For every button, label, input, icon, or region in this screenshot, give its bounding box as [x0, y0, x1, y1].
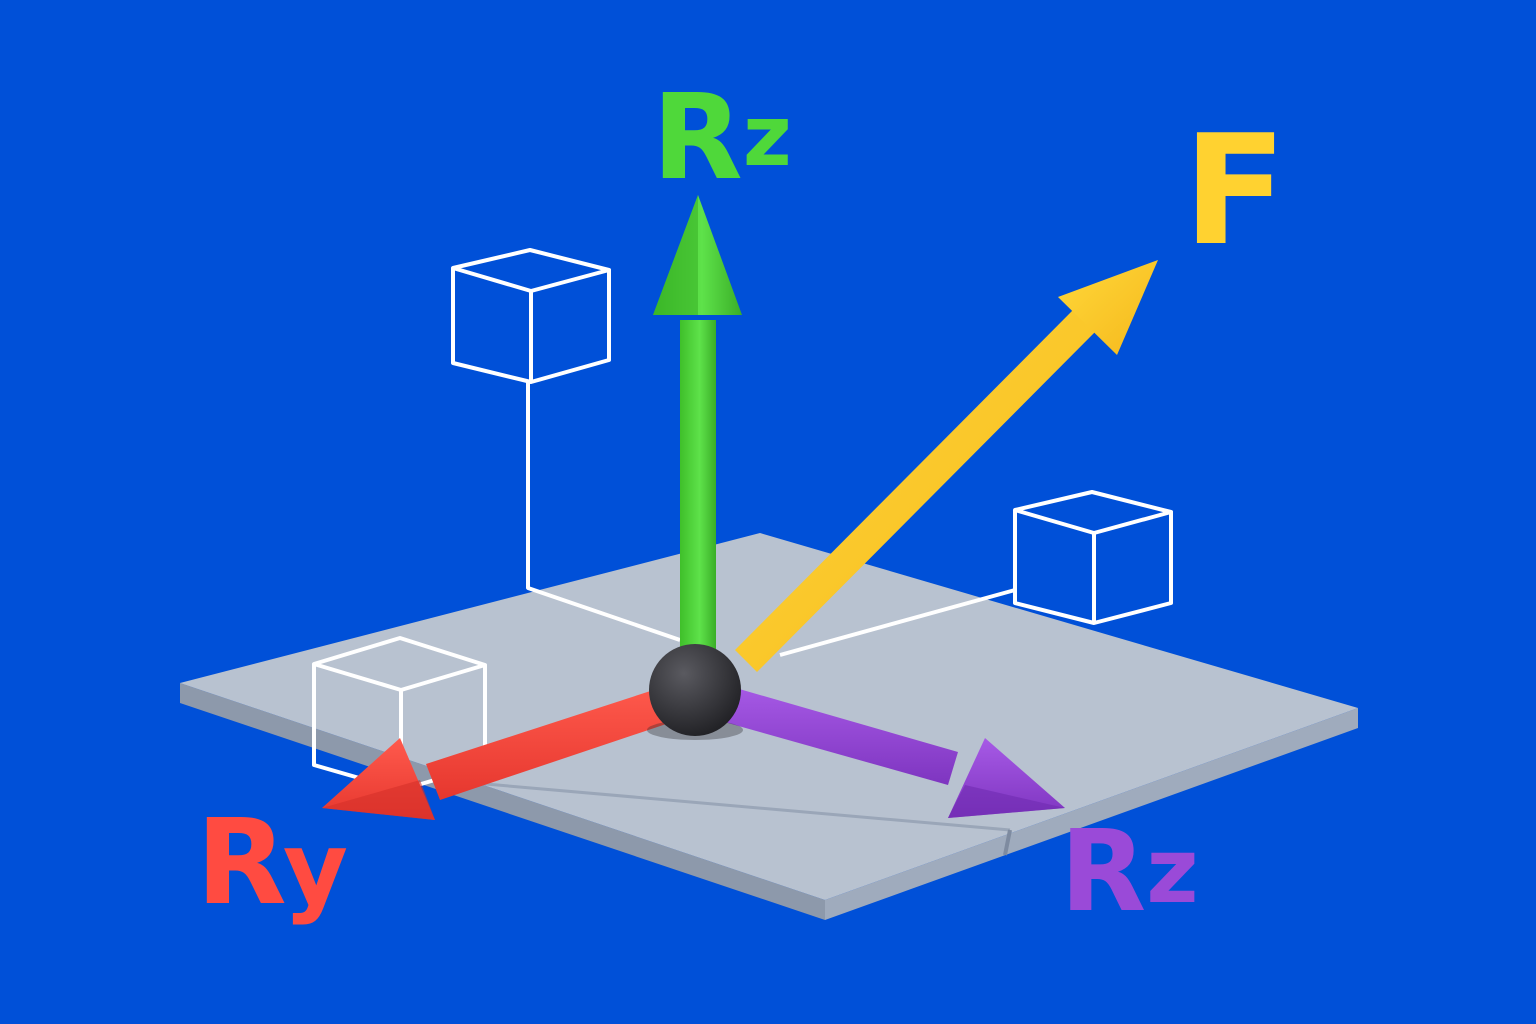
- cube-stand-back-right: [779, 588, 1016, 657]
- plate-crease-2: [1003, 829, 1012, 856]
- cube-back-right: [779, 490, 1173, 657]
- label-rz-vertical: Rz: [652, 68, 792, 206]
- arrow-ry-head-shade: [322, 780, 435, 820]
- label-ry: Ry: [196, 793, 348, 931]
- arrow-rz-horizontal-head-shade: [948, 785, 1065, 818]
- plate-side-left: [180, 683, 825, 920]
- arrow-rz-horizontal-shaft: [710, 684, 958, 785]
- label-rz-vertical-sub: z: [743, 87, 792, 185]
- arrow-rz-vertical: [653, 195, 742, 665]
- origin-sphere-ball: [649, 644, 741, 736]
- arrow-rz-vertical-head-shade: [653, 195, 698, 315]
- arrow-ry-shaft: [426, 684, 684, 800]
- cube-stand-back-left: [526, 382, 681, 642]
- label-force: F: [1183, 102, 1287, 279]
- label-rz-vertical-main: R: [652, 68, 743, 206]
- arrow-force-shaft: [735, 308, 1097, 672]
- label-ry-sub: y: [283, 810, 348, 927]
- arrow-force-head: [1058, 260, 1158, 355]
- cube-back-left: [451, 248, 681, 642]
- arrow-force: [735, 260, 1158, 672]
- label-ry-main: R: [196, 793, 287, 931]
- label-rz-horizontal-main: R: [1060, 807, 1146, 937]
- label-rz-horizontal-sub: z: [1146, 819, 1198, 924]
- arrow-rz-horizontal: [710, 684, 1065, 818]
- plate-crease: [439, 778, 1011, 832]
- plate-side-right: [825, 708, 1358, 920]
- arrow-rz-vertical-shaft: [680, 320, 716, 665]
- label-rz-horizontal: Rz: [1060, 807, 1199, 937]
- origin-sphere: [647, 644, 743, 740]
- arrow-ry: [322, 684, 684, 820]
